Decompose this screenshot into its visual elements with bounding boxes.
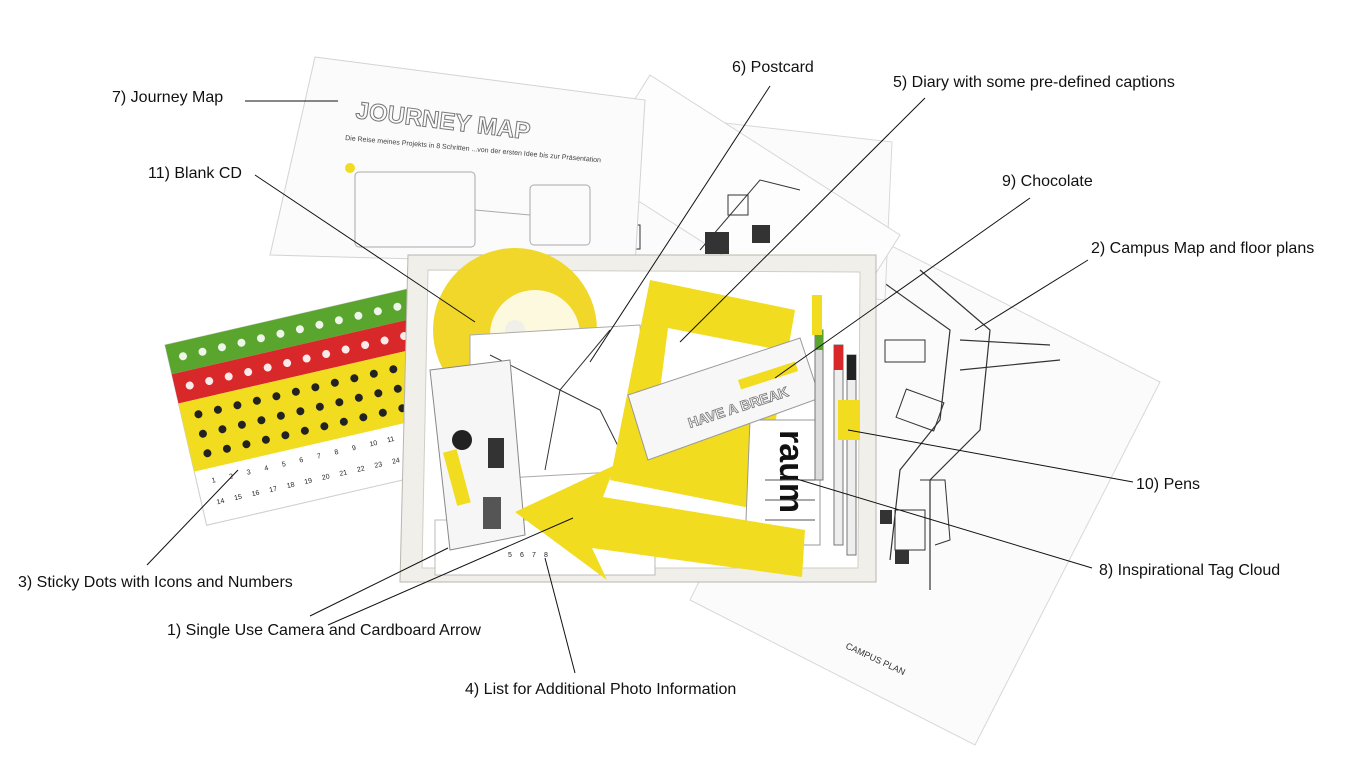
svg-text:9: 9 bbox=[351, 445, 356, 453]
leader-lines bbox=[146, 85, 1134, 674]
svg-text:18: 18 bbox=[286, 482, 295, 491]
svg-text:14: 14 bbox=[216, 498, 225, 507]
svg-text:8: 8 bbox=[334, 449, 339, 457]
svg-text:6: 6 bbox=[299, 457, 304, 465]
svg-text:17: 17 bbox=[269, 486, 278, 495]
label-tag-cloud: 8) Inspirational Tag Cloud bbox=[1099, 562, 1281, 579]
svg-text:11: 11 bbox=[386, 436, 395, 444]
svg-text:8: 8 bbox=[544, 552, 548, 559]
svg-text:7: 7 bbox=[316, 453, 321, 461]
pens bbox=[812, 295, 860, 556]
cardboard-arrow bbox=[515, 465, 805, 580]
single-use-camera bbox=[429, 359, 526, 551]
svg-text:20: 20 bbox=[321, 473, 330, 482]
svg-text:3: 3 bbox=[246, 469, 251, 477]
svg-text:7: 7 bbox=[532, 552, 536, 559]
label-campus-map: 2) Campus Map and floor plans bbox=[1091, 240, 1315, 257]
label-blank-cd: 11) Blank CD bbox=[148, 165, 242, 182]
svg-text:16: 16 bbox=[251, 490, 260, 499]
tag-cloud-word: raum bbox=[772, 430, 810, 513]
label-diary: 5) Diary with some pre-defined captions bbox=[893, 74, 1175, 91]
label-journey-map: 7) Journey Map bbox=[112, 89, 224, 106]
svg-text:19: 19 bbox=[304, 477, 313, 486]
tag-cloud: raum bbox=[744, 419, 821, 546]
sticky-dots-sheet: 1 2 3 4 5 6 7 8 9 10 11 12 13 14 15 16 1… bbox=[164, 285, 461, 526]
svg-text:24: 24 bbox=[391, 457, 400, 466]
svg-text:10: 10 bbox=[369, 440, 378, 449]
svg-text:21: 21 bbox=[339, 469, 348, 478]
label-photo-list: 4) List for Additional Photo Information bbox=[465, 681, 737, 698]
label-sticky-dots: 3) Sticky Dots with Icons and Numbers bbox=[18, 574, 293, 591]
label-chocolate: 9) Chocolate bbox=[1002, 173, 1093, 190]
label-camera-arrow: 1) Single Use Camera and Cardboard Arrow bbox=[167, 622, 481, 639]
label-pens: 10) Pens bbox=[1136, 476, 1201, 493]
svg-text:5: 5 bbox=[281, 461, 286, 469]
svg-text:6: 6 bbox=[520, 552, 524, 559]
svg-text:4: 4 bbox=[264, 465, 269, 473]
svg-text:23: 23 bbox=[374, 461, 383, 470]
svg-text:5: 5 bbox=[508, 552, 512, 559]
journey-map-sheet: JOURNEY MAP Die Reise meines Projekts in… bbox=[269, 56, 646, 266]
svg-text:15: 15 bbox=[234, 494, 243, 503]
svg-text:1: 1 bbox=[211, 477, 216, 485]
label-postcard: 6) Postcard bbox=[732, 59, 814, 76]
svg-text:22: 22 bbox=[356, 465, 365, 474]
